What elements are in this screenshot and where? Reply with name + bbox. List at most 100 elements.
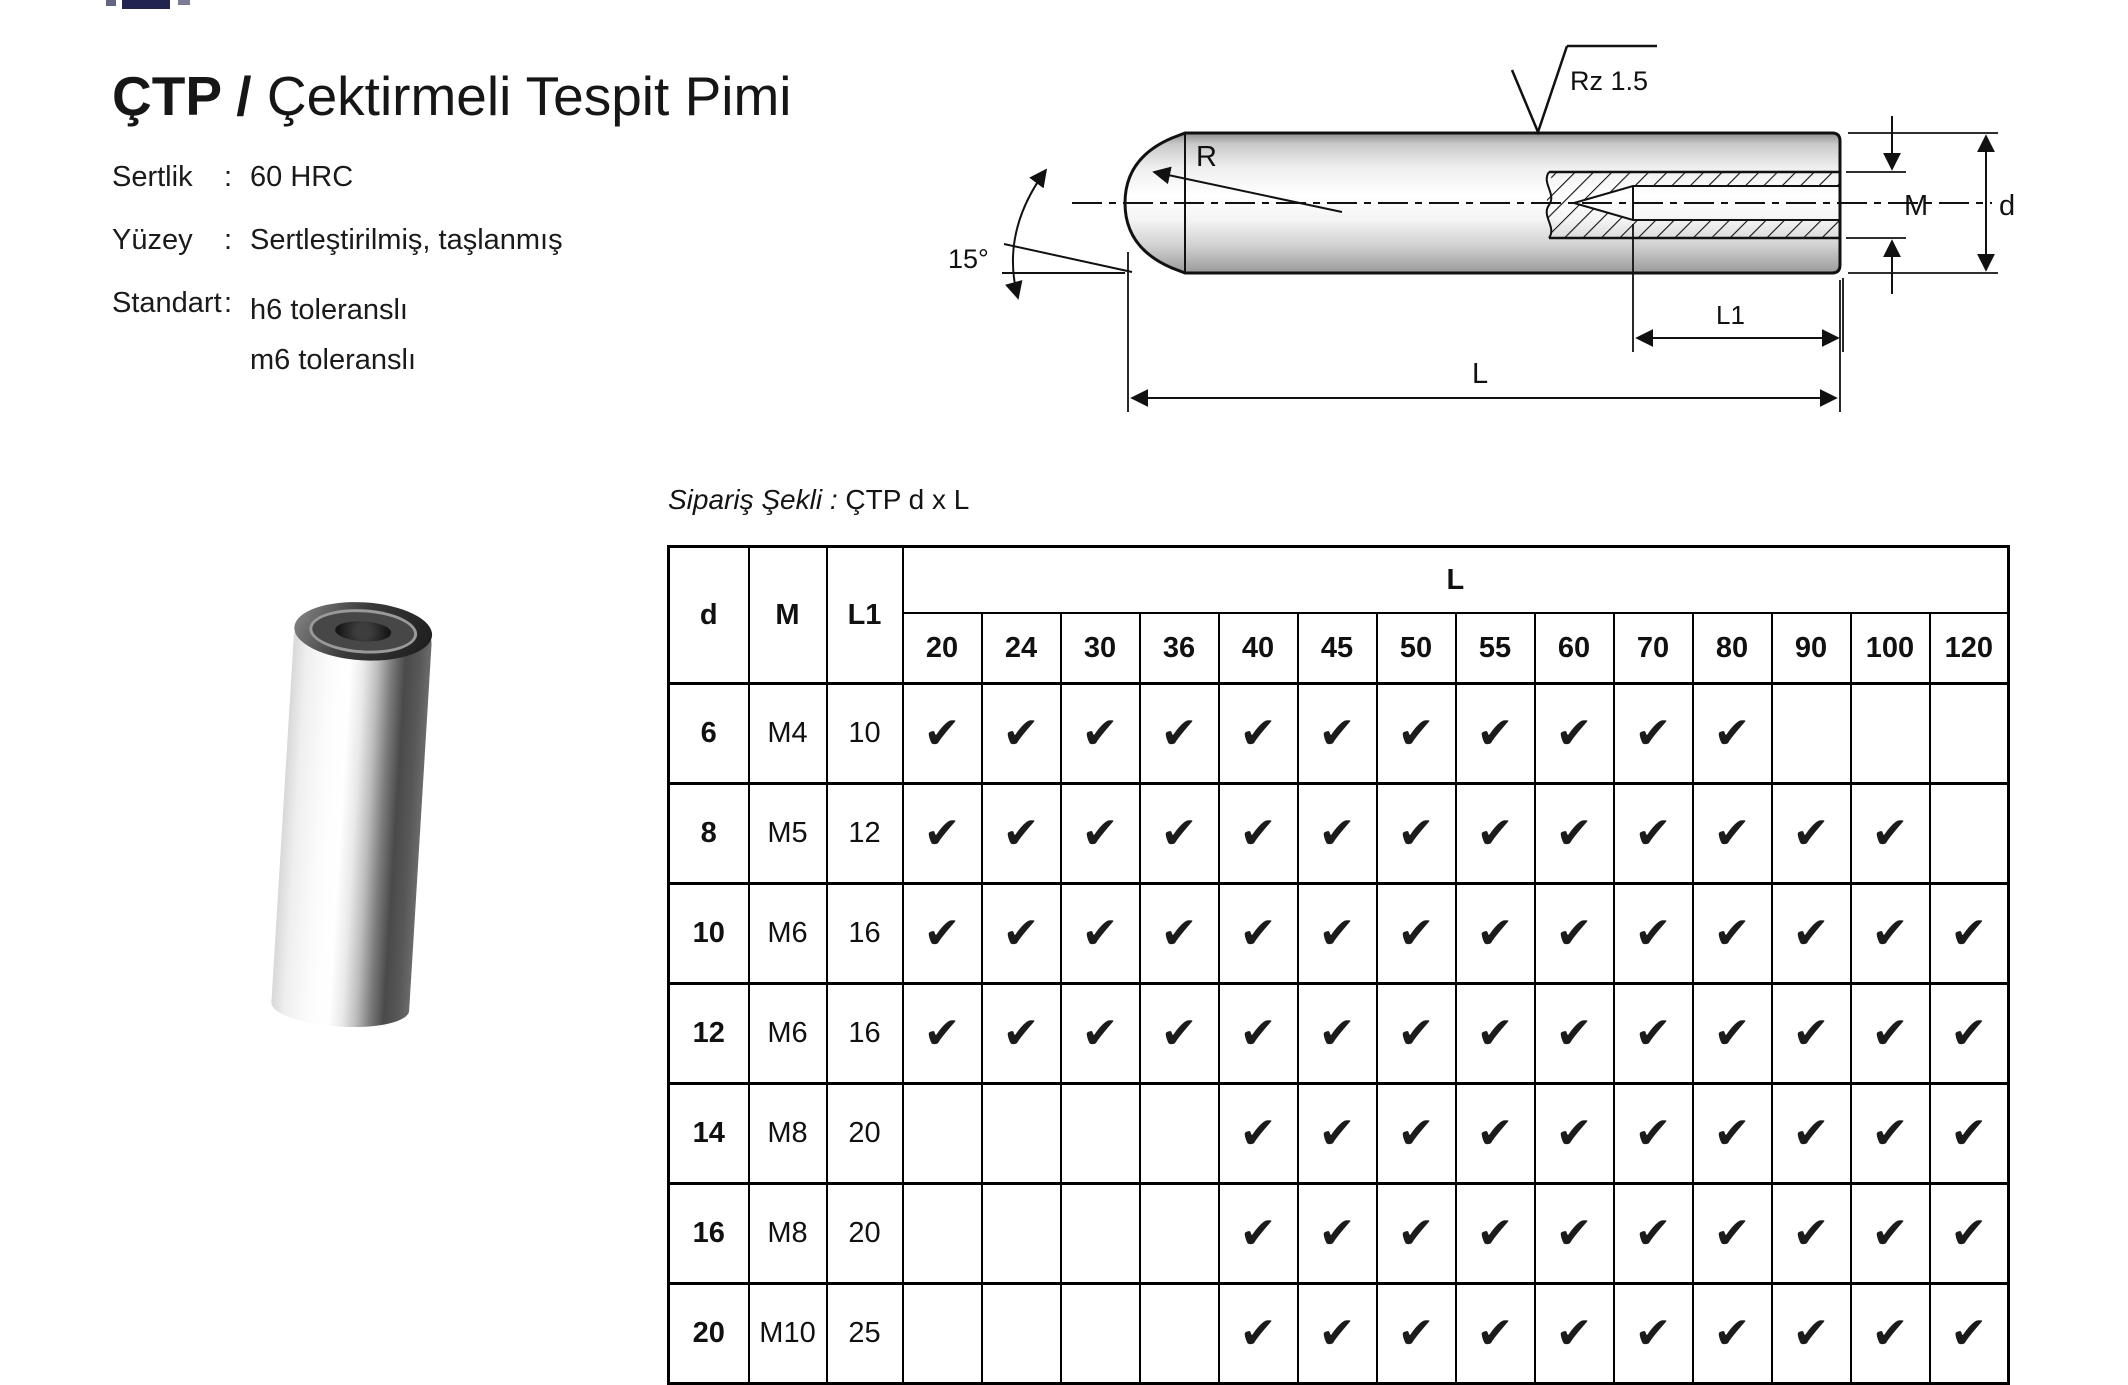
cell-check: ✔ [1849, 1082, 1931, 1185]
cell-check: ✔ [980, 882, 1062, 985]
cell-check: ✔ [1296, 1082, 1378, 1185]
cell-check: ✔ [1849, 882, 1931, 985]
cell-check: ✔ [901, 682, 983, 785]
cell-d: 14 [667, 1082, 750, 1185]
cell-check: ✔ [1533, 782, 1615, 885]
cell-m: M4 [747, 682, 828, 785]
cell-check: ✔ [1612, 882, 1694, 985]
cell-check: ✔ [1612, 1082, 1694, 1185]
cell-m: M8 [747, 1082, 828, 1185]
cell-check: ✔ [1454, 982, 1536, 1085]
cell-check: ✔ [1138, 982, 1220, 1085]
col-header-l-30: 30 [1059, 612, 1141, 685]
col-header-l-36: 36 [1138, 612, 1220, 685]
cell-m: M6 [747, 882, 828, 985]
cell-check: ✔ [901, 982, 983, 1085]
angle-slope-line [1003, 243, 1133, 273]
cell-empty [1138, 1282, 1220, 1385]
cell-check: ✔ [1217, 682, 1299, 785]
angle-arc [1005, 168, 1048, 300]
col-header-l-120: 120 [1928, 612, 2010, 685]
spec-surface: Yüzey : Sertleştirilmiş, taşlanmış [112, 223, 563, 258]
cell-check: ✔ [1691, 982, 1773, 1085]
cell-empty [1770, 682, 1852, 785]
cell-d: 12 [667, 982, 750, 1085]
cell-check: ✔ [1533, 1282, 1615, 1385]
col-header-m: M [747, 545, 828, 685]
cell-check: ✔ [1138, 782, 1220, 885]
cell-check: ✔ [980, 682, 1062, 785]
col-header-l-100: 100 [1849, 612, 1931, 685]
cell-check: ✔ [1217, 1282, 1299, 1385]
thread-hatch [1546, 172, 1840, 238]
cell-check: ✔ [1612, 1182, 1694, 1285]
col-header-l-80: 80 [1691, 612, 1773, 685]
cell-check: ✔ [1691, 1282, 1773, 1385]
cell-empty [1059, 1182, 1141, 1285]
cell-check: ✔ [1533, 1182, 1615, 1285]
cell-check: ✔ [1059, 782, 1141, 885]
cell-check: ✔ [1770, 1282, 1852, 1385]
cell-check: ✔ [1691, 1082, 1773, 1185]
diameter-label: d [1999, 190, 2015, 222]
spec-label: Yüzey [112, 224, 193, 256]
surface-finish-symbol [1510, 45, 1569, 136]
cell-empty [1849, 682, 1931, 785]
product-photo [270, 598, 434, 1031]
cell-empty [1928, 782, 2010, 885]
spec-value-line: m6 toleranslı [250, 343, 417, 376]
cell-check: ✔ [1928, 982, 2010, 1085]
cell-m: M10 [747, 1282, 828, 1385]
cell-check: ✔ [1928, 882, 2010, 985]
cell-check: ✔ [1770, 782, 1852, 885]
cell-empty [1059, 1282, 1141, 1385]
cell-check: ✔ [1612, 782, 1694, 885]
cell-check: ✔ [1849, 1182, 1931, 1285]
cell-check: ✔ [1849, 982, 1931, 1085]
col-header-l-20: 20 [901, 612, 983, 685]
cell-empty [980, 1182, 1062, 1285]
cell-m: M6 [747, 982, 828, 1085]
cell-empty [1928, 682, 2010, 785]
cell-d: 6 [667, 682, 750, 785]
cell-check: ✔ [1849, 782, 1931, 885]
cell-check: ✔ [1770, 982, 1852, 1085]
spec-value: 60 HRC [250, 161, 354, 193]
break-line [1545, 171, 1553, 239]
cell-check: ✔ [1059, 982, 1141, 1085]
cell-empty [901, 1282, 983, 1385]
cell-check: ✔ [1375, 1182, 1457, 1285]
col-header-l1: L1 [825, 545, 904, 685]
cell-check: ✔ [1770, 1182, 1852, 1285]
radius-label: R [1196, 141, 1217, 173]
cell-l1: 20 [825, 1082, 904, 1185]
cell-l1: 12 [825, 782, 904, 885]
cell-check: ✔ [1217, 1082, 1299, 1185]
spec-value-line: h6 toleranslı [250, 294, 408, 326]
col-header-l-70: 70 [1612, 612, 1694, 685]
spec-value: Sertleştirilmiş, taşlanmış [250, 224, 563, 256]
spec-label: Standart [112, 287, 222, 319]
length-label: L [1472, 358, 1488, 390]
cell-check: ✔ [1612, 982, 1694, 1085]
cell-check: ✔ [1849, 1282, 1931, 1385]
cell-check: ✔ [1375, 1082, 1457, 1185]
col-header-l-40: 40 [1217, 612, 1299, 685]
col-header-l-55: 55 [1454, 612, 1536, 685]
cell-d: 16 [667, 1182, 750, 1285]
thread-label: M [1904, 190, 1928, 222]
cell-check: ✔ [1138, 682, 1220, 785]
cell-check: ✔ [1454, 1082, 1536, 1185]
product-code: ÇTP / [112, 65, 252, 127]
cell-check: ✔ [1533, 882, 1615, 985]
cell-check: ✔ [1612, 1282, 1694, 1385]
cell-l1: 10 [825, 682, 904, 785]
cell-empty [1138, 1082, 1220, 1185]
